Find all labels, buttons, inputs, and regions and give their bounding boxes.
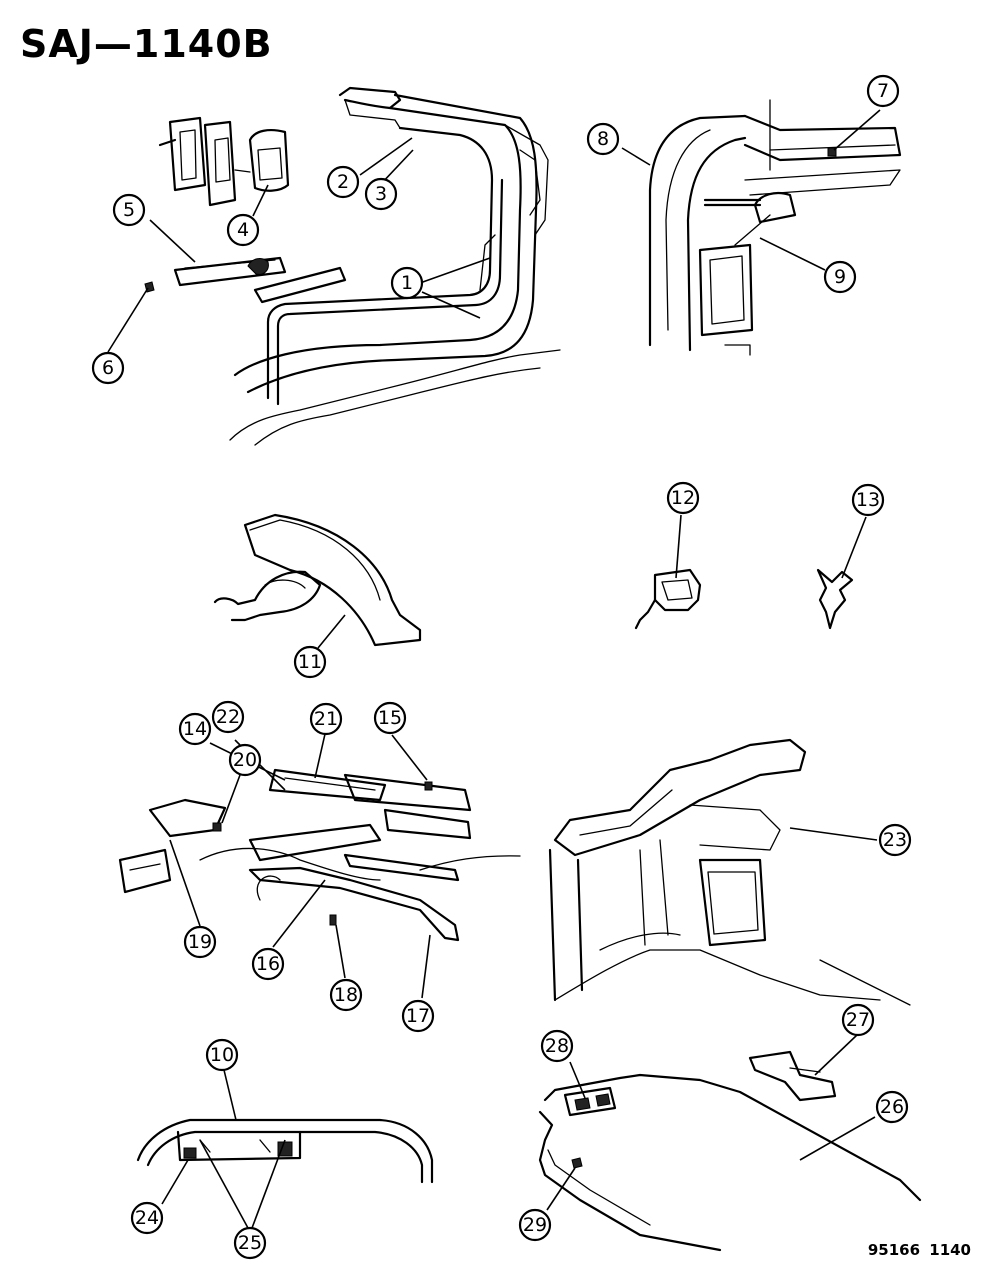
svg-text:22: 22 [216, 706, 240, 728]
svg-text:20: 20 [233, 749, 257, 771]
callout-18: 18 [329, 978, 363, 1012]
svg-text:1: 1 [401, 272, 413, 294]
svg-text:9: 9 [834, 266, 846, 288]
svg-text:8: 8 [597, 128, 609, 150]
callout-15: 15 [373, 701, 407, 735]
callout-5: 5 [112, 193, 146, 227]
svg-text:15: 15 [378, 707, 402, 729]
svg-text:17: 17 [406, 1005, 430, 1027]
callout-24: 24 [130, 1201, 164, 1235]
svg-text:18: 18 [334, 984, 358, 1006]
callout-9: 9 [823, 260, 857, 294]
callout-13: 13 [851, 483, 885, 517]
svg-text:12: 12 [671, 487, 695, 509]
callout-23: 23 [878, 823, 912, 857]
svg-text:14: 14 [183, 718, 207, 740]
svg-text:26: 26 [880, 1096, 904, 1118]
svg-text:19: 19 [188, 931, 212, 953]
callout-29: 29 [518, 1208, 552, 1242]
svg-text:28: 28 [545, 1035, 569, 1057]
callout-20: 20 [228, 743, 262, 777]
svg-text:7: 7 [877, 80, 889, 102]
svg-text:4: 4 [237, 219, 249, 241]
callout-11: 11 [293, 645, 327, 679]
leader-lines [107, 109, 881, 1229]
callout-21: 21 [309, 702, 343, 736]
callout-16: 16 [251, 947, 285, 981]
svg-text:3: 3 [375, 183, 387, 205]
diagram-code: 95166 1140 [867, 1241, 971, 1259]
svg-text:13: 13 [856, 489, 880, 511]
callout-12: 12 [666, 481, 700, 515]
callout-14: 14 [178, 712, 212, 746]
callout-26: 26 [875, 1090, 909, 1124]
quarter-trim-assembly [548, 738, 911, 1006]
callout-22: 22 [211, 700, 245, 734]
svg-text:24: 24 [135, 1207, 159, 1229]
diagram-title: SAJ—1140B [20, 22, 273, 66]
svg-text:25: 25 [238, 1232, 262, 1254]
callout-3: 3 [364, 177, 398, 211]
callout-19: 19 [183, 925, 217, 959]
bracket-assembly [213, 513, 422, 647]
svg-text:29: 29 [523, 1214, 547, 1236]
callout-2: 2 [326, 165, 360, 199]
callout-17: 17 [401, 999, 435, 1033]
door-frame-assembly [144, 86, 561, 446]
svg-text:23: 23 [883, 829, 907, 851]
pillar-assembly [648, 99, 902, 356]
svg-text:11: 11 [298, 651, 322, 673]
callout-7: 7 [866, 74, 900, 108]
callout-8: 8 [586, 122, 620, 156]
bracket-part-27 [748, 1050, 837, 1102]
svg-text:2: 2 [337, 171, 349, 193]
header-panel-assembly [136, 1118, 434, 1184]
svg-text:5: 5 [123, 199, 135, 221]
callout-10: 10 [205, 1038, 239, 1072]
svg-text:6: 6 [102, 357, 114, 379]
svg-text:21: 21 [314, 708, 338, 730]
floor-panel-assembly [538, 1073, 922, 1252]
svg-text:27: 27 [846, 1009, 870, 1031]
callout-6: 6 [91, 351, 125, 385]
callout-27: 27 [841, 1003, 875, 1037]
svg-text:10: 10 [210, 1044, 234, 1066]
callout-28: 28 [540, 1029, 574, 1063]
svg-text:16: 16 [256, 953, 280, 975]
callout-4: 4 [226, 213, 260, 247]
cowl-assembly [118, 768, 521, 942]
latch-part-12 [634, 568, 702, 630]
callout-25: 25 [233, 1226, 267, 1260]
clip-part-13 [816, 568, 854, 630]
callout-1: 1 [390, 266, 424, 300]
